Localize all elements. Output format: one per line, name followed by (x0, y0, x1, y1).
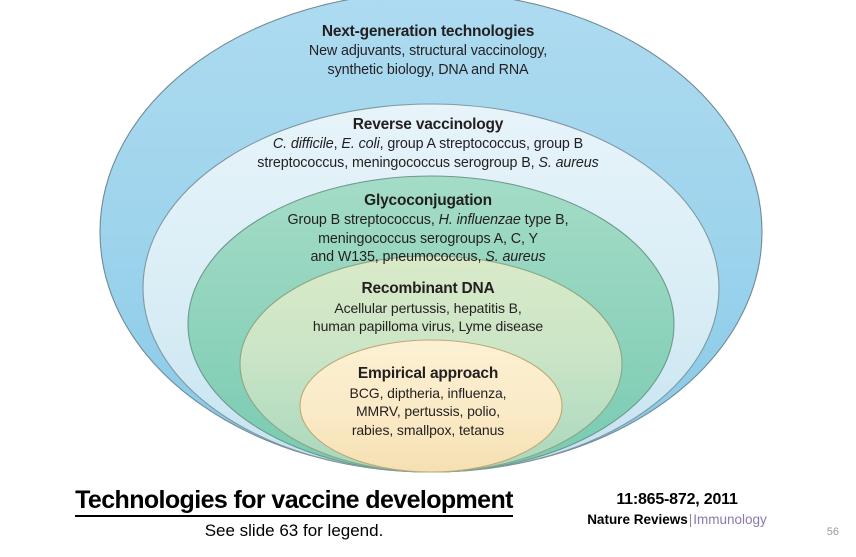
journal-name: Nature Reviews (587, 512, 688, 528)
layer-body-line: New adjuvants, structural vaccinology, (308, 43, 548, 60)
layer-body-line: and W135, pneumococcus, S. aureus (310, 249, 546, 266)
layer-label-reverse-vaccinology: Reverse vaccinology C. difficile, E. col… (216, 115, 640, 172)
ellipse-empirical-approach (299, 339, 563, 473)
layer-body-line: human papilloma virus, Lyme disease (312, 318, 544, 335)
caption-left-block: Technologies for vaccine development See… (44, 486, 544, 541)
layer-body-line: streptococcus, meningococcus serogroup B… (257, 154, 599, 171)
layer-title-glycoconjugation: Glycoconjugation (364, 192, 492, 209)
layer-label-recombinant-dna: Recombinant DNA Acellular pertussis, hep… (272, 279, 584, 336)
journal-line: Nature Reviews|Immunology (552, 512, 802, 528)
caption-band: Technologies for vaccine development See… (0, 478, 856, 557)
layer-body-next-generation: New adjuvants, structural vaccinology, s… (228, 42, 628, 79)
layer-title-empirical-approach: Empirical approach (357, 365, 499, 382)
layer-body-line: Acellular pertussis, hepatitis B, (334, 300, 522, 317)
layer-label-glycoconjugation: Glycoconjugation Group B streptococcus, … (244, 191, 612, 267)
layer-body-line: synthetic biology, DNA and RNA (327, 61, 529, 78)
layer-title-reverse-vaccinology: Reverse vaccinology (352, 116, 504, 133)
layer-title-recombinant-dna: Recombinant DNA (361, 280, 495, 297)
slide-number: 56 (826, 526, 839, 538)
layer-body-line: meningococcus serogroups A, C, Y (318, 230, 538, 247)
layer-body-recombinant-dna: Acellular pertussis, hepatitis B, human … (272, 299, 584, 335)
layer-body-line: MMRV, pertussis, polio, (356, 403, 500, 420)
page-subtitle: See slide 63 for legend. (204, 521, 384, 540)
citation-block: 11:865-872, 2011 Nature Reviews|Immunolo… (552, 490, 802, 528)
layer-body-line: rabies, smallpox, tetanus (351, 421, 505, 438)
nested-ellipse-graphic (99, 0, 763, 473)
layer-body-reverse-vaccinology: C. difficile, E. coli, group A streptoco… (216, 135, 640, 172)
diagram-container: Next-generation technologies New adjuvan… (99, 0, 763, 473)
layer-body-empirical-approach: BCG, diptheria, influenza, MMRV, pertuss… (310, 384, 546, 439)
layer-body-glycoconjugation: Group B streptococcus, H. influenzae typ… (244, 211, 612, 267)
citation-reference: 11:865-872, 2011 (616, 491, 738, 508)
layer-label-next-generation: Next-generation technologies New adjuvan… (228, 22, 628, 79)
layer-body-line: BCG, diptheria, influenza, (349, 385, 507, 402)
layer-label-empirical-approach: Empirical approach BCG, diptheria, influ… (310, 364, 546, 439)
layer-body-line: C. difficile, E. coli, group A streptoco… (272, 136, 584, 153)
page-title: Technologies for vaccine development (75, 486, 513, 517)
layer-title-next-generation: Next-generation technologies (321, 23, 535, 40)
journal-separator: | (688, 512, 693, 528)
journal-section: Immunology (693, 512, 767, 528)
layer-body-line: Group B streptococcus, H. influenzae typ… (287, 212, 569, 229)
